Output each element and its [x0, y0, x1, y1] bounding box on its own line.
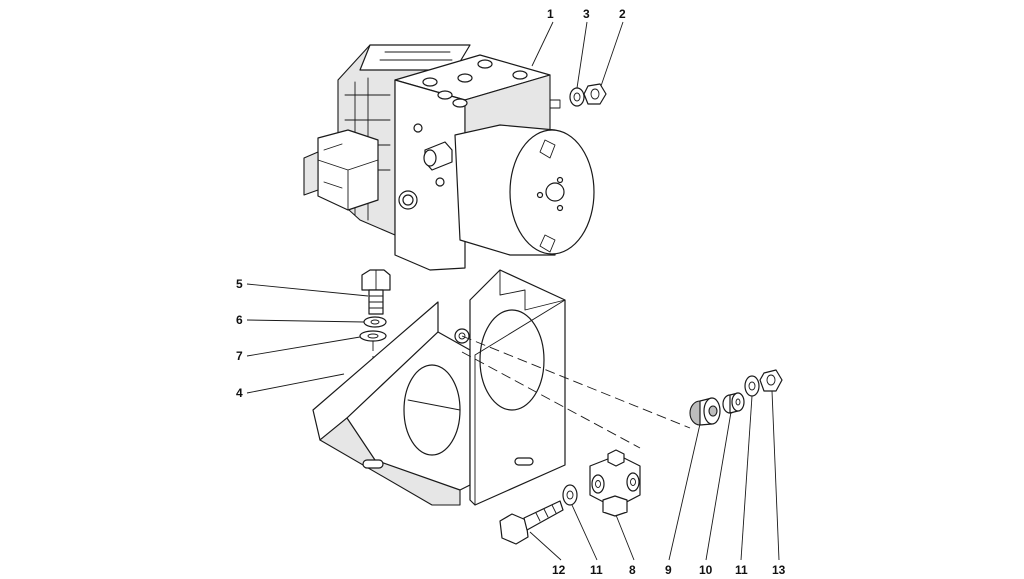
bolt-part-5: [361, 269, 391, 315]
callout-labels: 1 3 2 5 6 7 4 12 11 8 9 10 11 13: [236, 7, 786, 577]
callout-10: 10: [699, 563, 713, 577]
callout-2: 2: [619, 7, 626, 21]
alignment-line-lower: [461, 351, 641, 449]
modulator-pump-motor: [454, 124, 595, 256]
callout-11-right: 11: [735, 563, 748, 577]
callout-9: 9: [665, 563, 672, 577]
bolt-part-12: [499, 500, 564, 545]
washer-part-11-left: [562, 484, 578, 506]
callout-4: 4: [236, 386, 243, 400]
alignment-line-upper: [461, 335, 691, 429]
washer-part-11-right: [744, 375, 760, 397]
washer-part-3: [569, 87, 585, 107]
leader-lines: [246, 21, 780, 561]
callout-13: 13: [772, 563, 786, 577]
spacer-part-10: [722, 392, 745, 414]
nut-part-2: [583, 83, 607, 105]
callout-11-left: 11: [590, 563, 603, 577]
rubber-bush-part-9: [689, 397, 721, 426]
callout-5: 5: [236, 277, 243, 291]
abs-modulator-unit: [303, 44, 595, 271]
callout-3: 3: [583, 7, 590, 21]
washer-part-6: [363, 316, 387, 328]
washer-part-7: [359, 330, 387, 342]
nut-part-13: [759, 369, 783, 392]
mounting-bracket-part-4: [312, 269, 566, 506]
callout-12: 12: [552, 563, 566, 577]
callout-6: 6: [236, 313, 243, 327]
callout-7: 7: [236, 349, 243, 363]
callout-8: 8: [629, 563, 636, 577]
distributor-union-part-8: [589, 449, 641, 517]
modulator-valve-body: [303, 44, 471, 236]
callout-1: 1: [547, 7, 554, 21]
